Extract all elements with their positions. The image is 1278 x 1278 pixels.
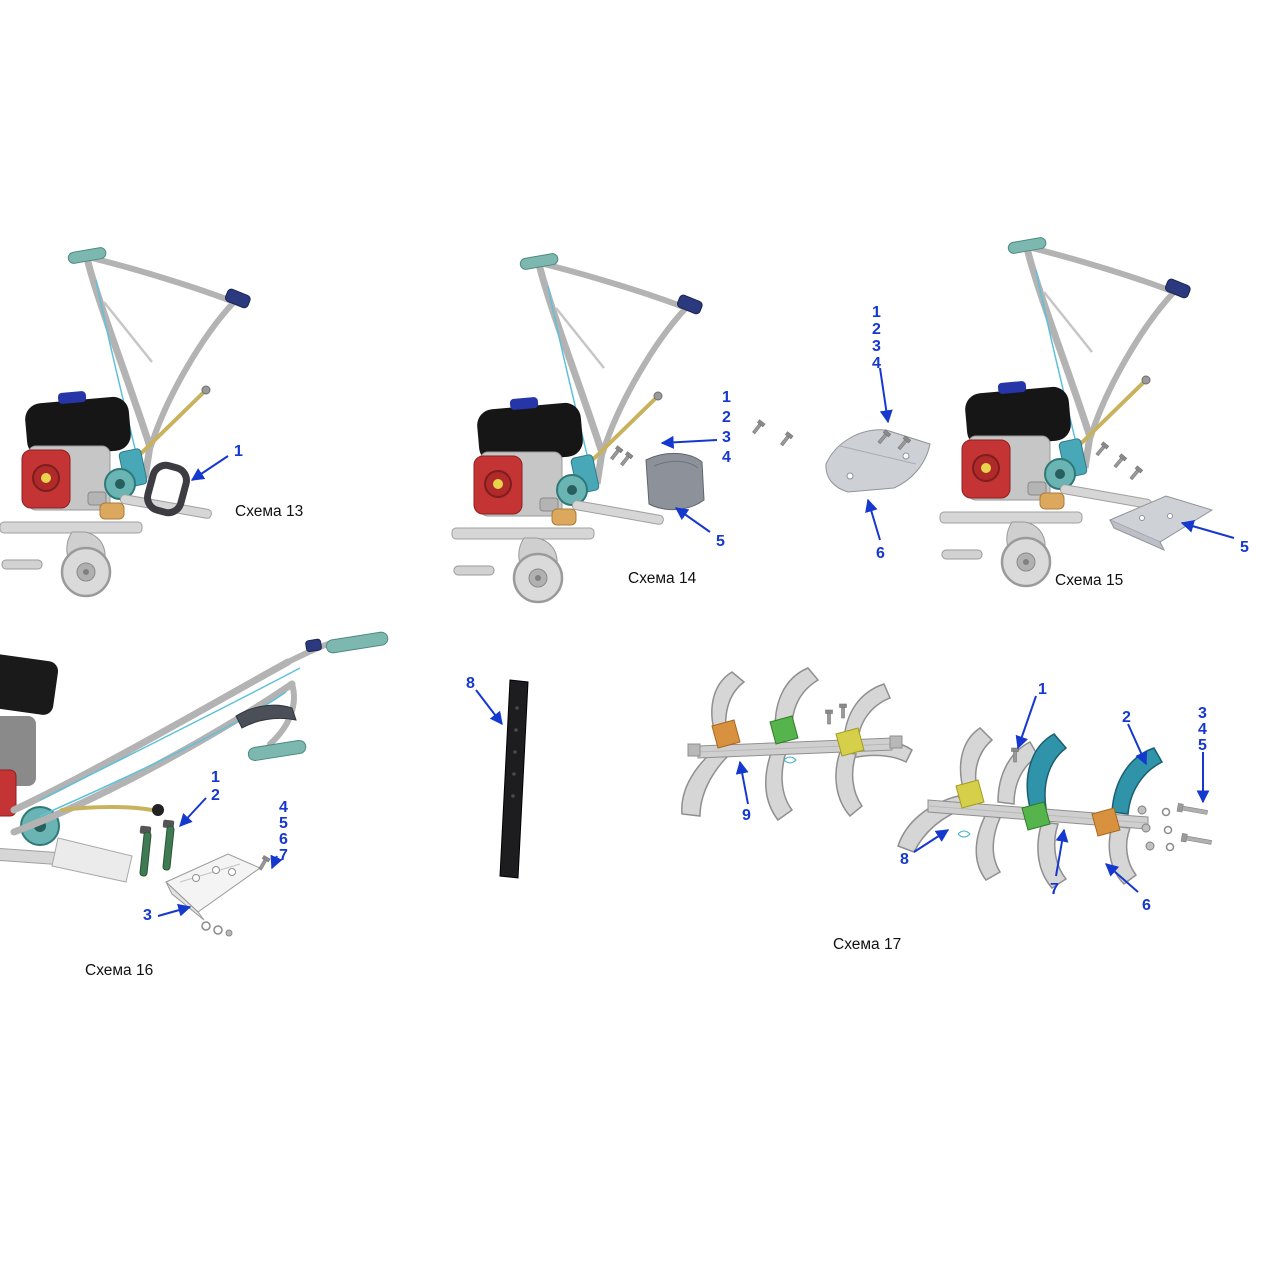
schema-14-illustration [450,250,794,610]
schema-title: Схема 16 [85,962,154,979]
strip-part [499,679,529,879]
schema-title: Схема 15 [1055,572,1124,589]
callout-number: 1 [1038,681,1047,698]
callout-number: 4 [279,799,288,816]
callout-number: 3 [872,338,881,355]
callout-arrow [190,455,229,481]
callout-number: 6 [279,831,288,848]
callout-arrow [179,797,207,827]
schema-title: Схема 14 [628,570,697,587]
schema-13: 1 Схема 13 [0,240,330,620]
callout-number: 6 [1142,897,1151,914]
callout-number: 4 [1198,721,1207,738]
callout-number: 1 [234,443,243,460]
mount-pins [139,819,175,877]
schema-title: Схема 13 [235,503,304,520]
callout-number: 2 [872,321,881,338]
schema-17-illustration [681,667,1212,893]
callout-number: 1 [872,304,881,321]
callout-number: 1 [211,769,220,786]
callout-number: 5 [279,815,288,832]
callout-number: 5 [716,533,725,550]
schema-title: Схема 17 [833,936,902,953]
callout-number: 5 [1198,737,1207,754]
handle-loop-part [144,461,190,517]
callout-number: 2 [211,787,220,804]
callout-arrow [1105,863,1139,893]
cotter-clip [783,756,797,764]
callout-arrow [1127,723,1148,766]
washers [201,921,233,937]
schema-16-part-8: 8 [440,668,580,898]
callout-arrow [270,854,283,870]
engine-partial [0,651,133,883]
callout-number: 4 [722,449,731,466]
callout-number: 2 [1122,709,1131,726]
callout-arrow [1015,695,1037,750]
callout-number: 5 [1240,539,1249,556]
throttle-rod [60,804,164,816]
callout-arrow [1055,828,1069,877]
schema-16-illustration [0,631,389,937]
schema-15: 1 2 3 4 6 5 Схема 15 [810,250,1278,610]
callout-number: 2 [722,409,731,426]
blade-strip-illustration [475,679,529,879]
callout-number: 7 [1050,881,1059,898]
callout-number: 8 [466,675,475,692]
schema-14: 1 2 3 4 5 Схема 14 [450,250,810,610]
callout-arrow [913,829,950,853]
bracket-plate-part [165,853,262,921]
callout-number: 3 [722,429,731,446]
callout-number: 3 [1198,705,1207,722]
callout-arrow [475,689,503,726]
callout-number: 8 [900,851,909,868]
callout-arrow [674,507,711,533]
cotter-clip [957,830,971,838]
fastener-set [608,419,794,468]
callout-arrow [660,435,718,449]
rotor-left [681,667,913,822]
handlebar [10,631,389,836]
small-screw-part [256,855,271,872]
schema-13-illustration [0,240,330,620]
rotor-right [897,727,1212,889]
fastener-cluster [1137,802,1212,852]
callout-number: 7 [279,847,288,864]
callout-arrow [865,498,881,541]
guard-bracket-part [825,429,931,493]
schema-17: 9 1 2 3 4 5 8 7 6 Схема 17 [660,650,1278,970]
callout-number: 6 [876,545,885,562]
callout-number: 9 [742,807,751,824]
callout-number: 4 [872,355,881,372]
callout-arrow [879,367,893,424]
callout-arrow [157,903,192,917]
callout-number: 3 [143,907,152,924]
belt-cover-part [645,453,705,510]
skid-plate-part [1108,495,1214,552]
schema-15-illustration [825,250,1235,610]
schema-16: 1 2 4 5 6 7 3 Схема 16 [0,620,430,990]
callout-arrow [735,760,749,805]
callout-arrow [1180,519,1235,539]
callout-number: 1 [722,389,731,406]
